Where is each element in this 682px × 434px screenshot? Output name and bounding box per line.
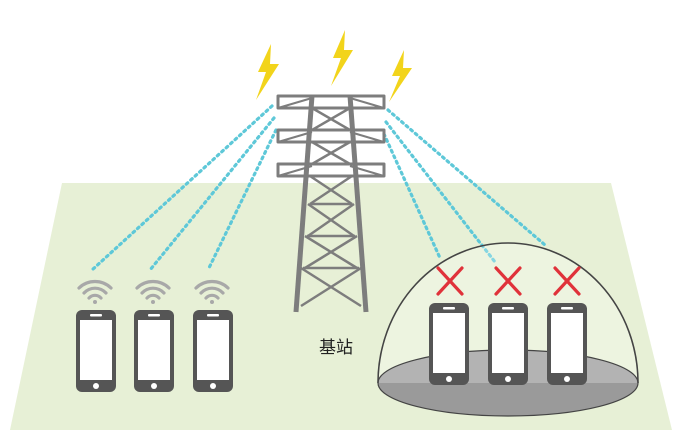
signal-beam (90, 104, 274, 272)
phones-blocked (429, 303, 587, 385)
phones-left (76, 310, 233, 392)
blocked-marks (436, 266, 581, 296)
base-station-label: 基站 (319, 338, 353, 358)
smartphone-icon (429, 303, 469, 385)
signal-beam (386, 108, 547, 247)
signal-beams (90, 104, 547, 272)
signal-beam (384, 120, 497, 264)
signal-beam (148, 116, 276, 272)
wifi-signal-icon (194, 280, 230, 304)
wifi-signal-icon (77, 280, 113, 304)
smartphone-icon (193, 310, 233, 392)
lightning-bolt-icon (331, 30, 353, 86)
smartphone-icon (488, 303, 528, 385)
x-mark-icon (553, 266, 581, 296)
smartphone-icon (76, 310, 116, 392)
smartphone-icon (547, 303, 587, 385)
smartphone-icon (134, 310, 174, 392)
tower (276, 94, 386, 313)
x-mark-icon (494, 266, 522, 296)
wifi-signal-icon (135, 280, 171, 304)
signal-beam (382, 132, 442, 260)
lightning-bolt-icon (389, 50, 412, 102)
lightning-bolt-icon (256, 44, 279, 100)
lightning-bolts (256, 30, 412, 102)
x-mark-icon (436, 266, 464, 296)
wifi-group-left (77, 280, 230, 304)
signal-beam (206, 128, 278, 272)
